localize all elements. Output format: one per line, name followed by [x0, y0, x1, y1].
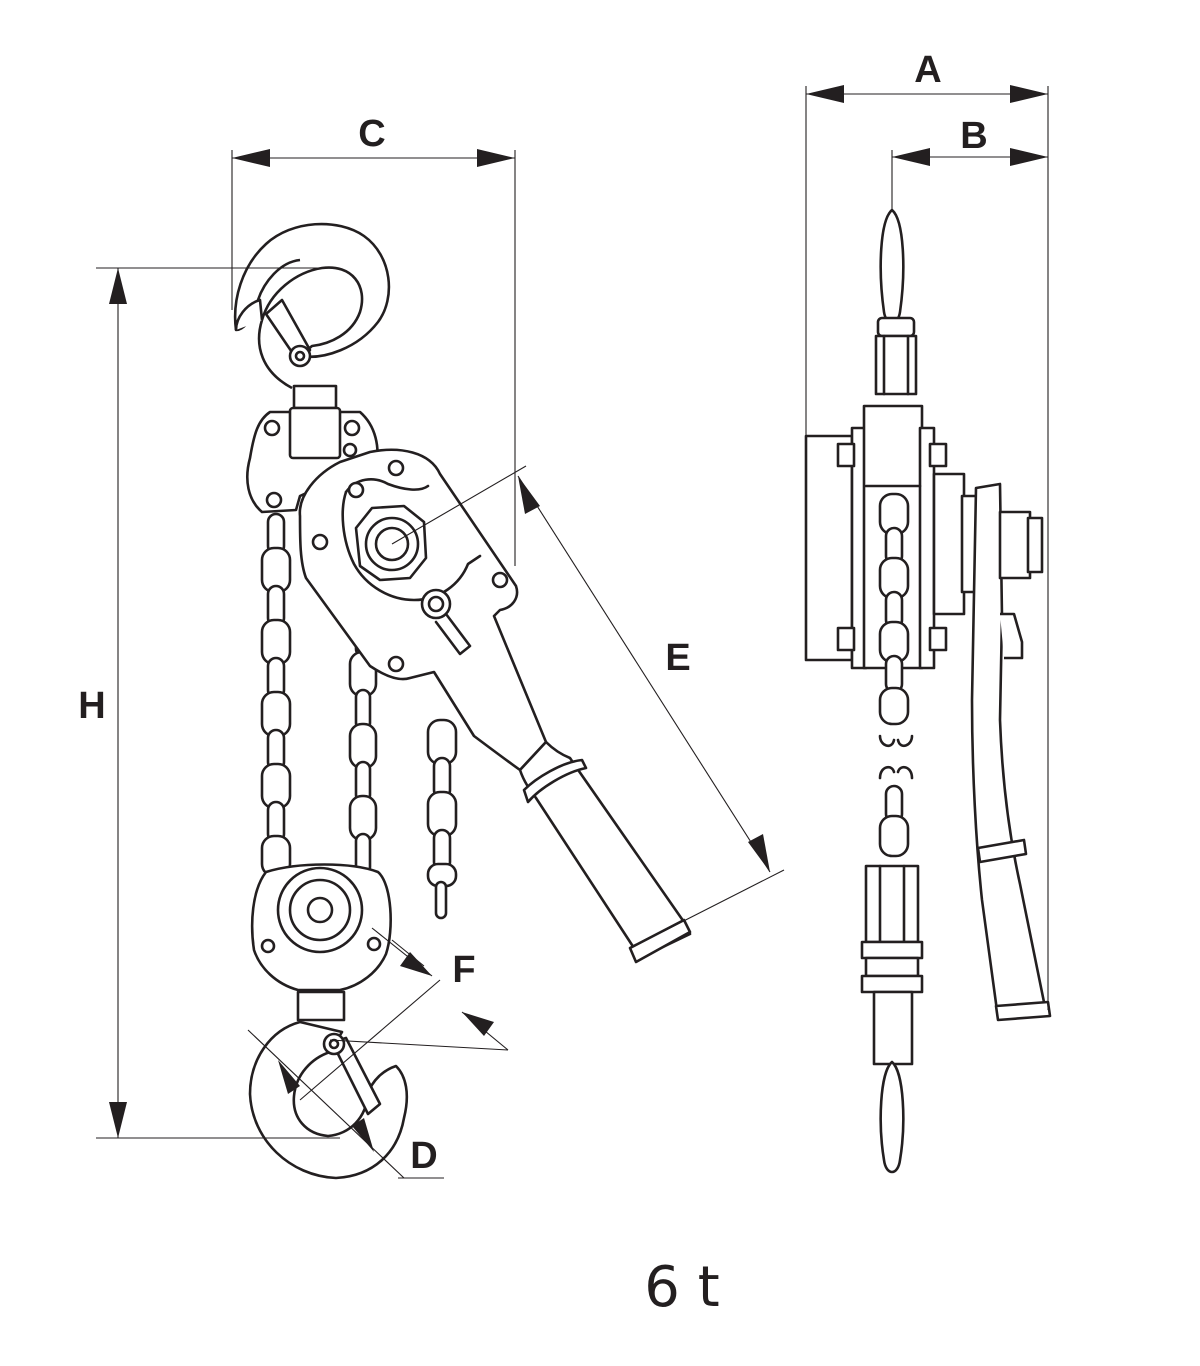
top-hook [233, 222, 391, 410]
bottom-block [250, 863, 392, 1022]
dimension-labels: A B C D E F H 6 t [78, 49, 987, 1320]
load-chain-left [260, 512, 292, 878]
upper-housing [246, 406, 379, 514]
dim-label-b: B [960, 115, 987, 157]
dim-label-c: C [358, 113, 385, 155]
side-top-hook [874, 208, 918, 396]
front-view [233, 222, 692, 1180]
dim-label-e: E [665, 637, 690, 679]
dim-label-h: H [78, 685, 105, 727]
bottom-hook [248, 1020, 409, 1180]
side-bottom-block [860, 864, 924, 1174]
side-view [804, 208, 1052, 1174]
capacity-caption: 6 t [644, 1255, 719, 1320]
dim-label-d: D [410, 1135, 437, 1177]
side-chain [878, 492, 914, 858]
dim-label-f: F [452, 949, 475, 991]
slack-chain [426, 718, 458, 920]
dimension-lines [96, 85, 1049, 1179]
lever-handle [518, 740, 692, 964]
side-lever [970, 482, 1052, 1022]
lever-body [298, 448, 548, 772]
dim-label-a: A [914, 49, 941, 91]
